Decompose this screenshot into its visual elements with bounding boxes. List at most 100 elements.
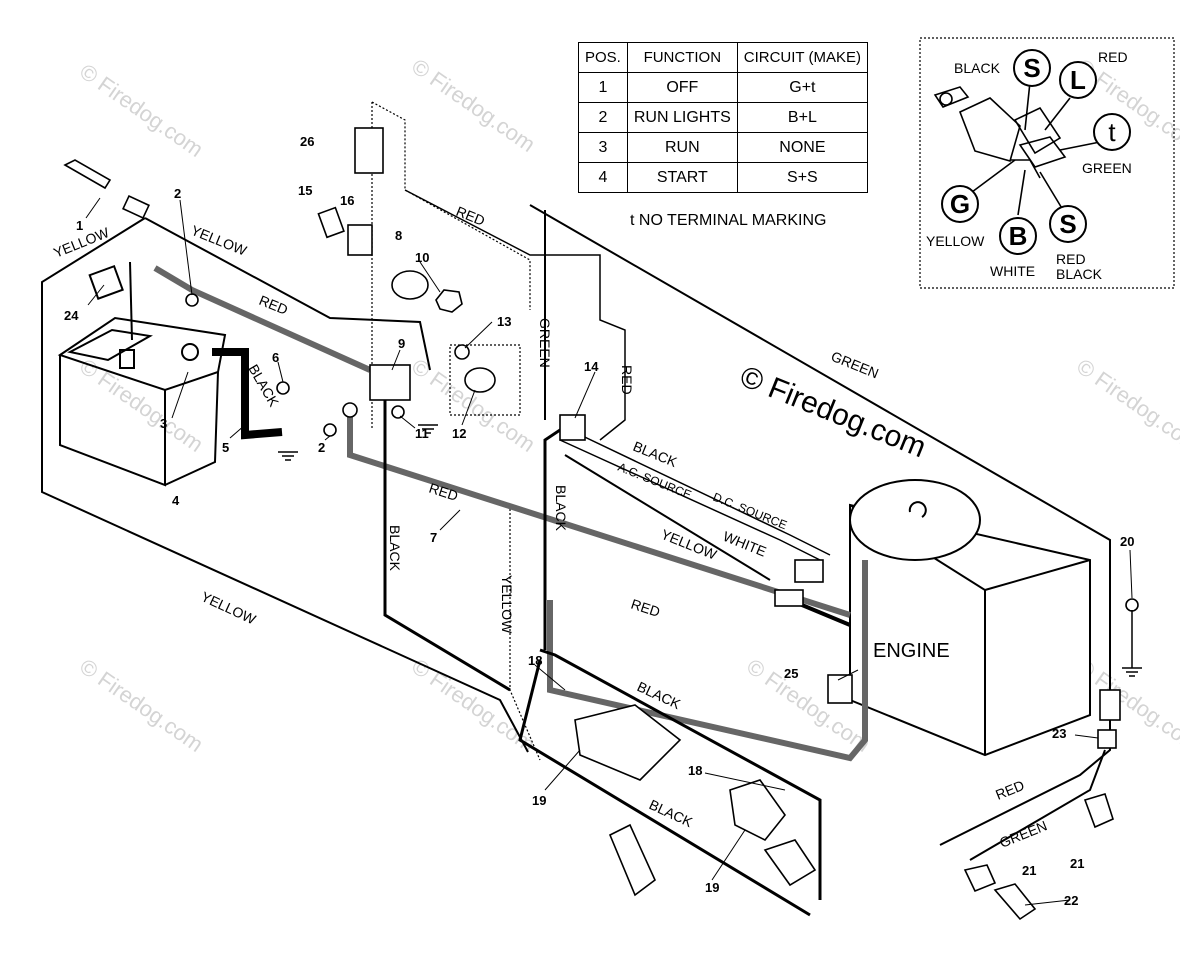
wire-label: RED bbox=[427, 480, 460, 504]
watermark-text: © Firedog.com bbox=[75, 59, 208, 162]
callout-1: 1 bbox=[76, 218, 83, 233]
watermark-text: © Firedog.com bbox=[407, 54, 540, 157]
callout-26: 26 bbox=[300, 134, 314, 149]
light-21a bbox=[963, 864, 997, 893]
wire-label: RED bbox=[454, 203, 487, 229]
table-cell: 2 bbox=[578, 102, 628, 133]
part-10 bbox=[435, 289, 463, 313]
wire-label: GREEN bbox=[997, 817, 1049, 850]
part-11 bbox=[391, 405, 405, 419]
wire-label: YELLOW bbox=[499, 575, 515, 634]
coil-19b bbox=[729, 779, 787, 842]
callout-4: 4 bbox=[172, 493, 180, 508]
wire-label: BLACK bbox=[647, 796, 696, 830]
table-cell: B+L bbox=[736, 102, 869, 133]
table-cell: 3 bbox=[578, 132, 628, 163]
terminal-label: t bbox=[1108, 117, 1116, 147]
callout-16: 16 bbox=[340, 193, 354, 208]
part-23 bbox=[1097, 729, 1117, 749]
terminal-s-bottom bbox=[1049, 205, 1087, 243]
table-cell: OFF bbox=[626, 72, 738, 103]
wire-label: RED bbox=[619, 365, 635, 395]
terminal-g bbox=[941, 185, 979, 223]
wire-label: YELLOW bbox=[189, 222, 250, 259]
nut-6 bbox=[276, 381, 290, 395]
nut-2b bbox=[323, 423, 337, 437]
engine-label: ENGINE bbox=[873, 640, 950, 662]
terminal-label: S bbox=[1059, 209, 1076, 239]
table-cell: NONE bbox=[736, 132, 869, 163]
callouts: 1 2 2 3 4 5 6 7 8 9 10 11 12 13 14 15 16… bbox=[64, 134, 1134, 908]
part-26 bbox=[354, 127, 384, 174]
switch-position-table: POS. FUNCTION CIRCUIT (MAKE) 1 OFF G+t 2… bbox=[578, 42, 869, 193]
terminal-t bbox=[1093, 113, 1131, 151]
part-25 bbox=[827, 674, 853, 704]
part-12 bbox=[464, 367, 496, 393]
terminal-label: S bbox=[1023, 53, 1040, 83]
callout-19: 19 bbox=[705, 880, 719, 895]
leader-lines bbox=[85, 197, 1133, 906]
callout-3: 3 bbox=[160, 416, 167, 431]
battery-terminal bbox=[342, 402, 358, 418]
callout-12: 12 bbox=[452, 426, 466, 441]
callout-25: 25 bbox=[784, 666, 798, 681]
wire-label: GREEN bbox=[537, 318, 553, 368]
watermark-big: © Firedog.com bbox=[735, 360, 930, 464]
callout-22: 22 bbox=[1064, 893, 1078, 908]
wire-label: RED bbox=[257, 292, 290, 318]
callout-21: 21 bbox=[1022, 863, 1036, 878]
callout-2: 2 bbox=[318, 440, 325, 455]
part-8 bbox=[391, 270, 429, 300]
callout-21: 21 bbox=[1070, 856, 1084, 871]
table-row: 3 RUN NONE bbox=[578, 132, 869, 163]
callout-18: 18 bbox=[528, 653, 542, 668]
table-cell: RUN LIGHTS bbox=[626, 102, 738, 133]
terminal-s-top bbox=[1013, 49, 1051, 87]
callout-15: 15 bbox=[298, 183, 312, 198]
terminal-label: L bbox=[1070, 65, 1086, 95]
callout-5: 5 bbox=[222, 440, 229, 455]
connector-plug-b bbox=[774, 589, 804, 607]
callout-20: 20 bbox=[1120, 534, 1134, 549]
table-header: POS. bbox=[578, 42, 628, 73]
table-cell: 1 bbox=[578, 72, 628, 103]
table-cell: START bbox=[626, 162, 738, 193]
wire-label: RED bbox=[629, 596, 662, 620]
callout-6: 6 bbox=[272, 350, 279, 365]
wires bbox=[41, 189, 1111, 917]
table-cell: 4 bbox=[578, 162, 628, 193]
terminal-label: B bbox=[1009, 221, 1028, 251]
part-20 bbox=[1125, 598, 1139, 612]
connector-engine-side bbox=[1099, 689, 1121, 721]
wire-label: RED bbox=[993, 777, 1026, 803]
table-header: FUNCTION bbox=[626, 42, 738, 73]
table-cell: G+t bbox=[736, 72, 869, 103]
ignition-switch-detail: S L t G B S BLACK RED GREEN YELLOW WHITE… bbox=[926, 49, 1132, 282]
wire-label: YELLOW bbox=[199, 588, 259, 627]
terminal-b bbox=[999, 217, 1037, 255]
table-header: CIRCUIT (MAKE) bbox=[736, 42, 869, 73]
switch-wire-label: WHITE bbox=[990, 263, 1035, 279]
nut-2a bbox=[185, 293, 199, 307]
connector-plug-a bbox=[794, 559, 824, 583]
light-22 bbox=[993, 883, 1037, 921]
table-note: t NO TERMINAL MARKING bbox=[630, 212, 827, 229]
wire-label: BLACK bbox=[553, 485, 569, 532]
switch-wire-label: BLACK bbox=[1056, 266, 1103, 282]
wire-label: BLACK bbox=[631, 438, 680, 470]
callout-14: 14 bbox=[584, 359, 599, 374]
part-16 bbox=[347, 224, 373, 256]
ground-symbols bbox=[278, 424, 1142, 677]
table-cell: S+S bbox=[736, 162, 869, 193]
switch-wire-label: BLACK bbox=[954, 60, 1001, 76]
table-row: 2 RUN LIGHTS B+L bbox=[578, 102, 869, 133]
terminal-l bbox=[1059, 61, 1097, 99]
watermark-text: © Firedog.com bbox=[75, 354, 208, 457]
callout-9: 9 bbox=[398, 336, 405, 351]
switch-19b bbox=[763, 839, 817, 887]
switch-wire-label: YELLOW bbox=[926, 233, 985, 249]
terminal-label: G bbox=[950, 189, 970, 219]
callout-19: 19 bbox=[532, 793, 546, 808]
components bbox=[63, 127, 1139, 921]
